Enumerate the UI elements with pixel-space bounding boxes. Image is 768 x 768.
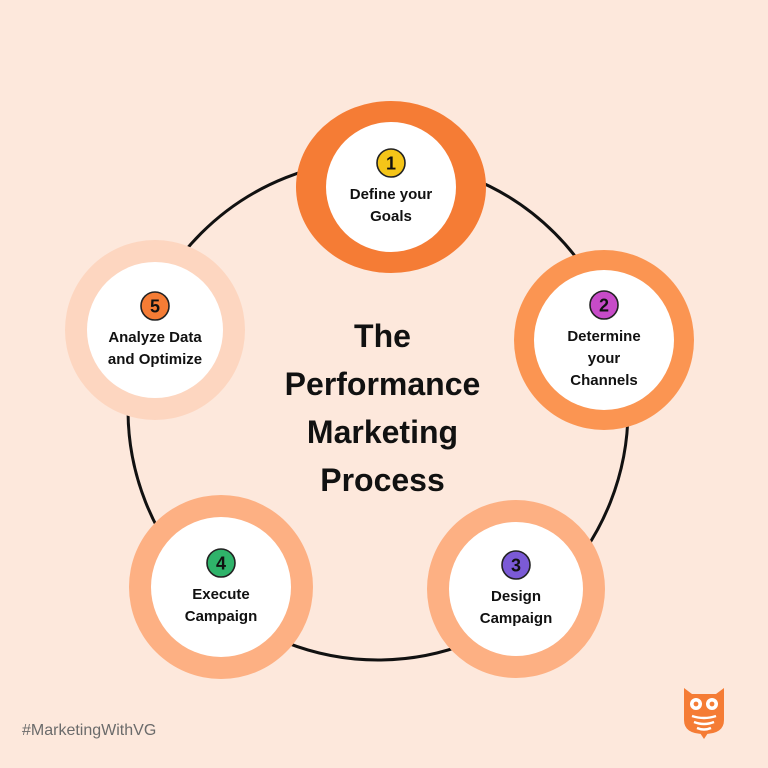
step-4-number: 4 — [216, 554, 226, 574]
diagram-title: The Performance Marketing Process — [284, 318, 481, 498]
step-4-node: 4 Execute Campaign — [129, 495, 313, 679]
step-1-number: 1 — [386, 154, 396, 174]
step-5-number-badge-icon: 5 — [140, 291, 170, 321]
step-2-number: 2 — [599, 296, 609, 316]
step-4-label: Execute Campaign — [184, 586, 258, 625]
owl-logo-icon — [684, 688, 724, 739]
step-1-label: Define your Goals — [349, 186, 433, 225]
step-4-inner-circle: 4 Execute Campaign — [151, 517, 291, 657]
step-5-number: 5 — [150, 297, 160, 317]
step-4-number-badge-icon: 4 — [206, 548, 236, 578]
step-1-inner-circle: 1 Define your Goals — [326, 122, 456, 252]
step-5-label: Analyze Data and Optimize — [107, 329, 203, 368]
step-2-label: Determine your Channels — [567, 328, 641, 389]
step-5-node: 5 Analyze Data and Optimize — [65, 240, 245, 420]
step-5-inner-circle: 5 Analyze Data and Optimize — [87, 262, 223, 398]
step-3-number-badge-icon: 3 — [501, 550, 531, 580]
hashtag-text: #MarketingWithVG — [22, 722, 157, 739]
step-3-label: Design Campaign — [479, 588, 553, 627]
step-3-node: 3 Design Campaign — [427, 500, 605, 678]
step-1-node: 1 Define your Goals — [296, 101, 486, 273]
step-2-number-badge-icon: 2 — [589, 290, 619, 320]
step-2-node: 2 Determine your Channels — [514, 250, 694, 430]
step-1-number-badge-icon: 1 — [376, 148, 406, 178]
step-3-number: 3 — [511, 556, 521, 576]
step-2-inner-circle: 2 Determine your Channels — [534, 270, 674, 410]
step-3-inner-circle: 3 Design Campaign — [449, 522, 583, 656]
